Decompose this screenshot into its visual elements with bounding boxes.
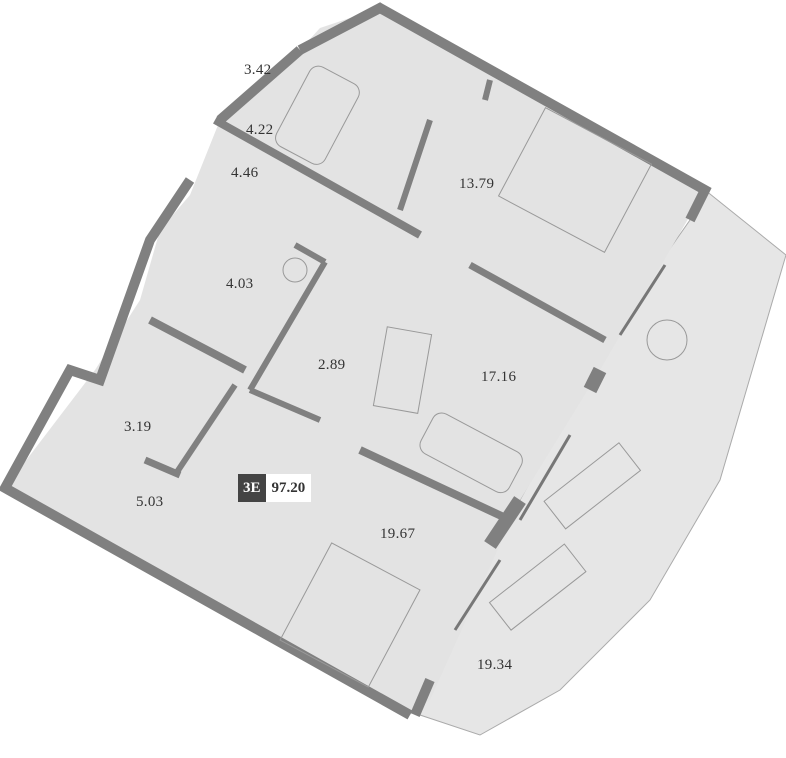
window: [453, 559, 502, 631]
sofa-icon: [419, 412, 523, 494]
apartment-floor: [5, 8, 705, 715]
washing-machine-icon: [282, 257, 308, 283]
room-area-closet-top: 3.42: [244, 62, 272, 78]
room-area-laundry: 3.19: [124, 419, 152, 435]
unit-code: 3E: [238, 474, 266, 502]
room-area-living-room: 17.16: [481, 369, 517, 385]
outer-wall-north: [297, 2, 712, 223]
room-area-terrace: 19.34: [477, 657, 513, 673]
interior-wall: [248, 387, 322, 423]
interior-wall: [482, 79, 493, 101]
interior-wall: [358, 446, 512, 524]
room-area-hall: 4.46: [231, 165, 259, 181]
total-area: 97.20: [265, 474, 312, 502]
interior-wall: [172, 383, 238, 477]
bathtub-icon: [275, 65, 360, 165]
room-area-bedroom-2: 19.67: [380, 526, 416, 542]
window: [518, 434, 572, 521]
room-area-bedroom-1: 13.79: [459, 176, 495, 192]
dining-table-icon: [372, 326, 433, 414]
bed-icon: [497, 107, 653, 253]
round-table-icon: [646, 319, 688, 361]
interior-wall: [397, 119, 433, 211]
wall-segment: [484, 496, 526, 549]
room-area-bathroom-1: 4.22: [246, 122, 274, 138]
wall-segment: [410, 678, 435, 717]
room-area-wardrobe: 5.03: [136, 494, 164, 510]
room-area-bathroom-2: 4.03: [226, 276, 254, 292]
wall-segment: [583, 366, 607, 394]
interior-wall: [213, 116, 422, 239]
interior-wall: [247, 260, 328, 392]
outer-wall-west-south: [0, 177, 413, 720]
sunbed-icon: [543, 442, 642, 530]
interior-wall: [293, 242, 327, 265]
unit-badge: 3E 97.20: [238, 474, 312, 502]
interior-wall: [468, 261, 607, 344]
sunbed-icon: [488, 543, 587, 631]
room-area-kitchen: 2.89: [318, 357, 346, 373]
interior-wall: [148, 316, 247, 374]
window: [618, 264, 667, 336]
bed-icon: [279, 542, 421, 688]
outer-wall-nw: [216, 46, 304, 124]
